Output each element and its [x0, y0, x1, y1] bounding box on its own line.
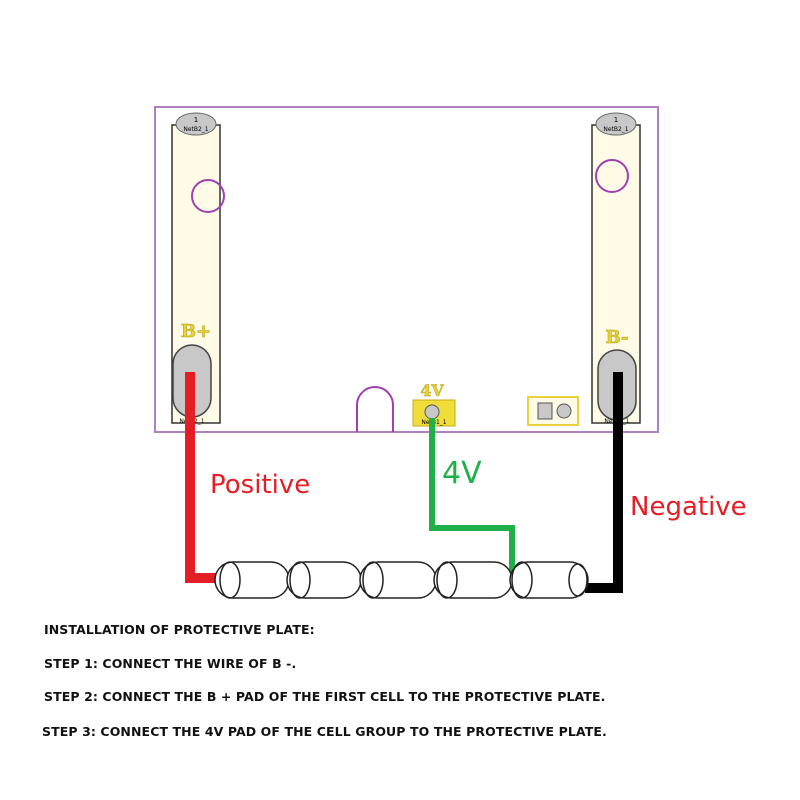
left-top-terminal: [175, 112, 217, 136]
cell: [286, 561, 362, 599]
right-top-terminal-number: 1: [614, 116, 618, 124]
instruction-step-3: STEP 3: CONNECT THE 4V PAD OF THE CELL G…: [42, 724, 607, 739]
right-top-terminal: [595, 112, 637, 136]
left-top-terminal-number: 1: [194, 116, 198, 124]
small-component-pad-b: [556, 403, 572, 419]
right-top-terminal-caption: NetB2_1: [603, 126, 628, 133]
cell-group: [214, 561, 589, 599]
right-mounting-hole: [595, 159, 629, 193]
wiring-diagram: 1 NetB2_1 1 NetB2_1 B+ B- NetB2_1 NetB2_…: [154, 106, 659, 599]
cell: [359, 561, 437, 599]
cell: [433, 561, 513, 599]
positive-label: Positive: [210, 470, 311, 500]
instruction-step-1: STEP 1: CONNECT THE WIRE OF B -.: [44, 656, 297, 671]
b-minus-label: B-: [605, 327, 628, 348]
negative-wire: [585, 372, 623, 593]
instruction-step-2: STEP 2: CONNECT THE B + PAD OF THE FIRST…: [44, 689, 606, 704]
arch-cutout: [356, 386, 394, 432]
four-v-pad-label: 4V: [420, 381, 444, 400]
small-component-pad-a: [537, 402, 553, 420]
left-top-terminal-caption: NetB2_1: [183, 126, 208, 133]
cell: [214, 561, 290, 599]
b-plus-label: B+: [181, 321, 211, 342]
four-v-pad-hole: [424, 404, 440, 420]
left-mounting-hole: [191, 179, 225, 213]
four-v-wire: [429, 418, 515, 578]
positive-wire: [185, 372, 220, 583]
four-v-wire-label: 4V: [442, 456, 482, 491]
instructions-title: INSTALLATION OF PROTECTIVE PLATE:: [44, 622, 315, 637]
protective-board-outline: [154, 106, 659, 433]
negative-label: Negative: [630, 492, 747, 522]
cell: [509, 561, 589, 599]
